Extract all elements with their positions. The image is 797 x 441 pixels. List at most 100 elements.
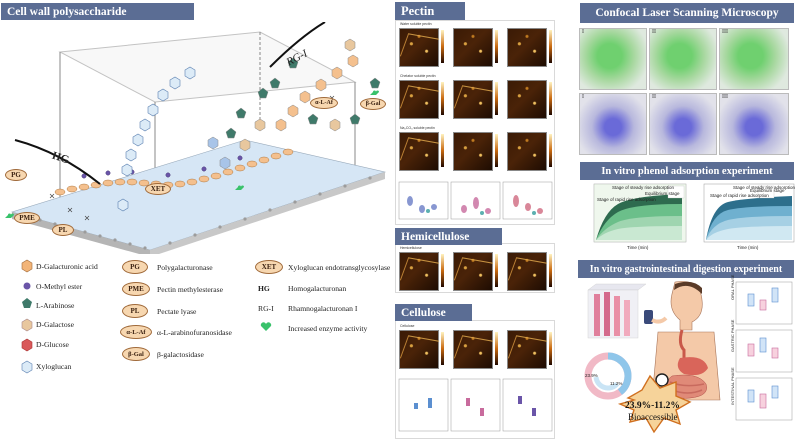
phenol-c2-stage1: Stage of steady rise adsorption	[733, 185, 796, 190]
afm-image	[507, 80, 547, 119]
afm-image	[507, 330, 547, 369]
afm-image	[399, 330, 439, 369]
cell-row-label: Cellulose	[400, 324, 415, 328]
roman-2: II	[652, 29, 656, 35]
gi-phase-intestinal: INTESTINAL PHASE	[730, 367, 735, 405]
phenol-c2-stage2: Equilibrium stage	[750, 188, 785, 193]
afm-scale	[549, 30, 552, 63]
donut-pct-2: 11.2%	[610, 381, 623, 386]
cell-membrane	[10, 139, 387, 254]
legend-pme-bubble: PME	[122, 282, 150, 296]
bioaccess-bars	[587, 283, 647, 339]
methyl-ester-icon	[23, 282, 31, 290]
afm-image	[453, 80, 493, 119]
pectin-title: Pectin	[395, 2, 465, 20]
afm-scale	[441, 332, 444, 365]
hg-brace	[14, 139, 101, 185]
afm-scale	[495, 30, 498, 63]
legend-xyloglucan: Xyloglucan	[36, 362, 72, 371]
methyl-esters	[81, 155, 243, 179]
pectin-row2-label: Chelator soluble pectin	[400, 74, 436, 78]
cellulose-violin-charts	[398, 378, 553, 432]
roman-1b: I	[582, 94, 584, 100]
afm-scale	[549, 332, 552, 365]
xyloglucan-icon	[21, 360, 33, 374]
legend-xet-text: Xyloglucan endotransglycosylase	[288, 263, 391, 272]
afm-image	[507, 132, 547, 171]
gi-boxes	[747, 287, 779, 409]
phenol-c1-xlabel: Time (min)	[627, 245, 649, 250]
bubble-alaf: α-L-Af	[310, 97, 338, 109]
afm-scale	[495, 82, 498, 115]
afm-image	[453, 28, 493, 67]
legend-pl-text: Pectate lyase	[157, 307, 197, 316]
bubble-bgal: β-Gal	[360, 98, 386, 110]
donut-pct-1: 23.9%	[585, 373, 598, 378]
afm-scale	[495, 254, 498, 287]
hemi-row-label: Hemicellulose	[400, 246, 422, 250]
clsm-image	[719, 93, 789, 155]
bubble-xet: XET	[145, 183, 171, 195]
afm-image	[507, 28, 547, 67]
galacturonic-icon	[21, 259, 33, 273]
bubble-pme: PME	[14, 212, 40, 224]
afm-image	[399, 28, 439, 67]
cellulose-title: Cellulose	[395, 304, 472, 321]
human-figure	[644, 281, 721, 401]
galactose-icon	[21, 318, 33, 332]
afm-scale	[441, 30, 444, 63]
phenol-title: In vitro phenol adsorption experiment	[580, 162, 794, 180]
clsm-image	[649, 28, 717, 90]
legend-pme-text: Pectin methylesterase	[157, 285, 224, 294]
legend-pl-bubble: PL	[122, 304, 148, 318]
afm-scale	[495, 332, 498, 365]
afm-image	[399, 132, 439, 171]
clsm-image	[579, 28, 647, 90]
legend-alaf-text: α-L-arabinofuranosidase	[157, 328, 232, 337]
afm-scale	[549, 134, 552, 167]
arabinose-icon	[22, 298, 32, 308]
phenol-c1-stage3: Stage of rapid rise adsorption	[597, 197, 656, 202]
afm-scale	[441, 82, 444, 115]
afm-image	[507, 252, 547, 291]
afm-scale	[549, 254, 552, 287]
enzyme-activity-icons	[5, 90, 379, 218]
glucose-icon	[21, 338, 33, 352]
legend-galacturonic: D-Galacturonic acid	[36, 262, 98, 271]
clsm-title: Confocal Laser Scanning Microscopy	[580, 3, 794, 23]
clsm-image	[579, 93, 647, 155]
bioaccessible-burst	[617, 374, 692, 434]
legend-bgal-bubble: β-Gal	[122, 347, 150, 361]
xyloglucan-chain	[117, 66, 196, 212]
digestion-title: In vitro gastrointestinal digestion expe…	[578, 260, 794, 278]
hemicellulose-title: Hemicellulose	[395, 228, 502, 245]
enzyme-increase-icon	[260, 322, 272, 331]
afm-image	[453, 330, 493, 369]
rg1-brace	[269, 22, 326, 68]
clsm-image	[649, 93, 717, 155]
phenol-charts	[593, 183, 795, 243]
afm-scale	[495, 134, 498, 167]
clsm-image	[719, 28, 789, 90]
legend-arabinose: L-Arabinose	[36, 301, 75, 310]
legend-galactose: D-Galactose	[36, 320, 74, 329]
bubble-pg: PG	[5, 169, 27, 181]
phenol-c1-stage2: Equilibrium stage	[645, 191, 680, 196]
legend-hg-abbr: HG	[258, 284, 270, 293]
afm-scale	[441, 134, 444, 167]
afm-image	[453, 252, 493, 291]
legend-pg-bubble: PG	[122, 260, 148, 274]
phenol-c1-stage1: Stage of steady rise adsorption	[612, 185, 675, 190]
legend-rg1-text: Rhamnogalacturonan I	[288, 304, 358, 313]
pectin-violin-charts	[398, 181, 553, 220]
digestion-illustration	[584, 281, 793, 434]
rg1-chain	[207, 38, 381, 170]
roman-3b: III	[722, 94, 728, 100]
afm-image	[453, 132, 493, 171]
legend-alaf-bubble: α-L-Af	[120, 325, 152, 339]
bioaccessible-word: Bioaccessible	[628, 412, 678, 422]
roman-3: III	[722, 29, 728, 35]
roman-1: I	[582, 29, 584, 35]
bubble-pl: PL	[52, 224, 74, 236]
afm-scale	[549, 82, 552, 115]
